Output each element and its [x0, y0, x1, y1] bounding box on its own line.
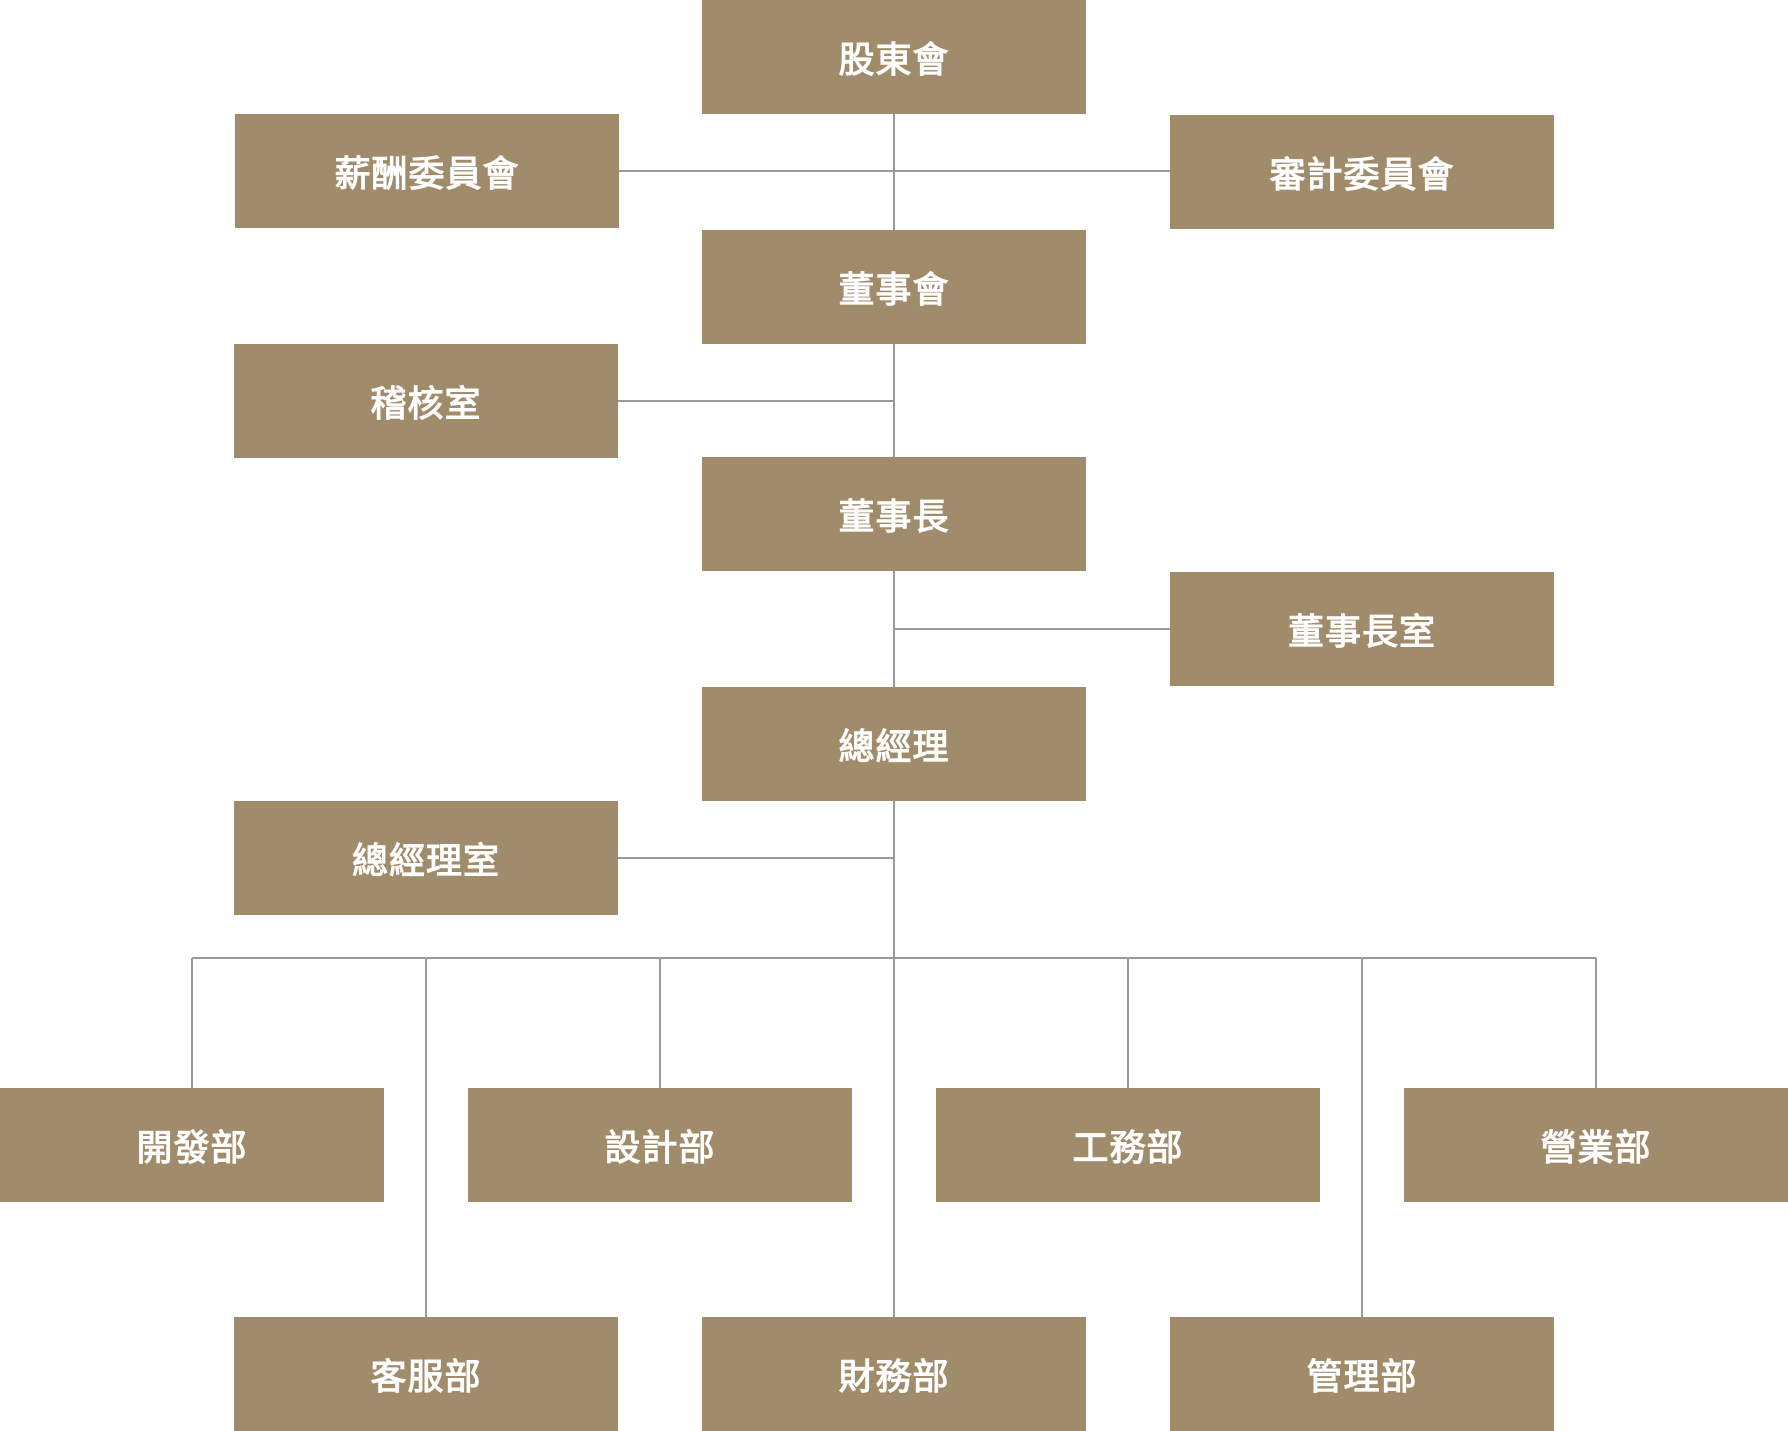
chairman-office-box: 董事長室 [1170, 572, 1554, 686]
finance-dept-box: 財務部 [702, 1317, 1086, 1431]
engineering-dept-box: 工務部 [936, 1088, 1320, 1202]
audit-committee-box: 審計委員會 [1170, 115, 1554, 229]
design-dept-box: 設計部 [468, 1088, 852, 1202]
remuneration-committee-box: 薪酬委員會 [235, 114, 619, 228]
chairman-box: 董事長 [702, 457, 1086, 571]
shareholders-box: 股東會 [702, 0, 1086, 114]
board-box: 董事會 [702, 230, 1086, 344]
management-dept-box: 管理部 [1170, 1317, 1554, 1431]
customer-service-dept-box: 客服部 [234, 1317, 618, 1431]
general-manager-box: 總經理 [702, 687, 1086, 801]
sales-dept-box: 營業部 [1404, 1088, 1788, 1202]
development-dept-box: 開發部 [0, 1088, 384, 1202]
gm-office-box: 總經理室 [234, 801, 618, 915]
audit-office-box: 稽核室 [234, 344, 618, 458]
